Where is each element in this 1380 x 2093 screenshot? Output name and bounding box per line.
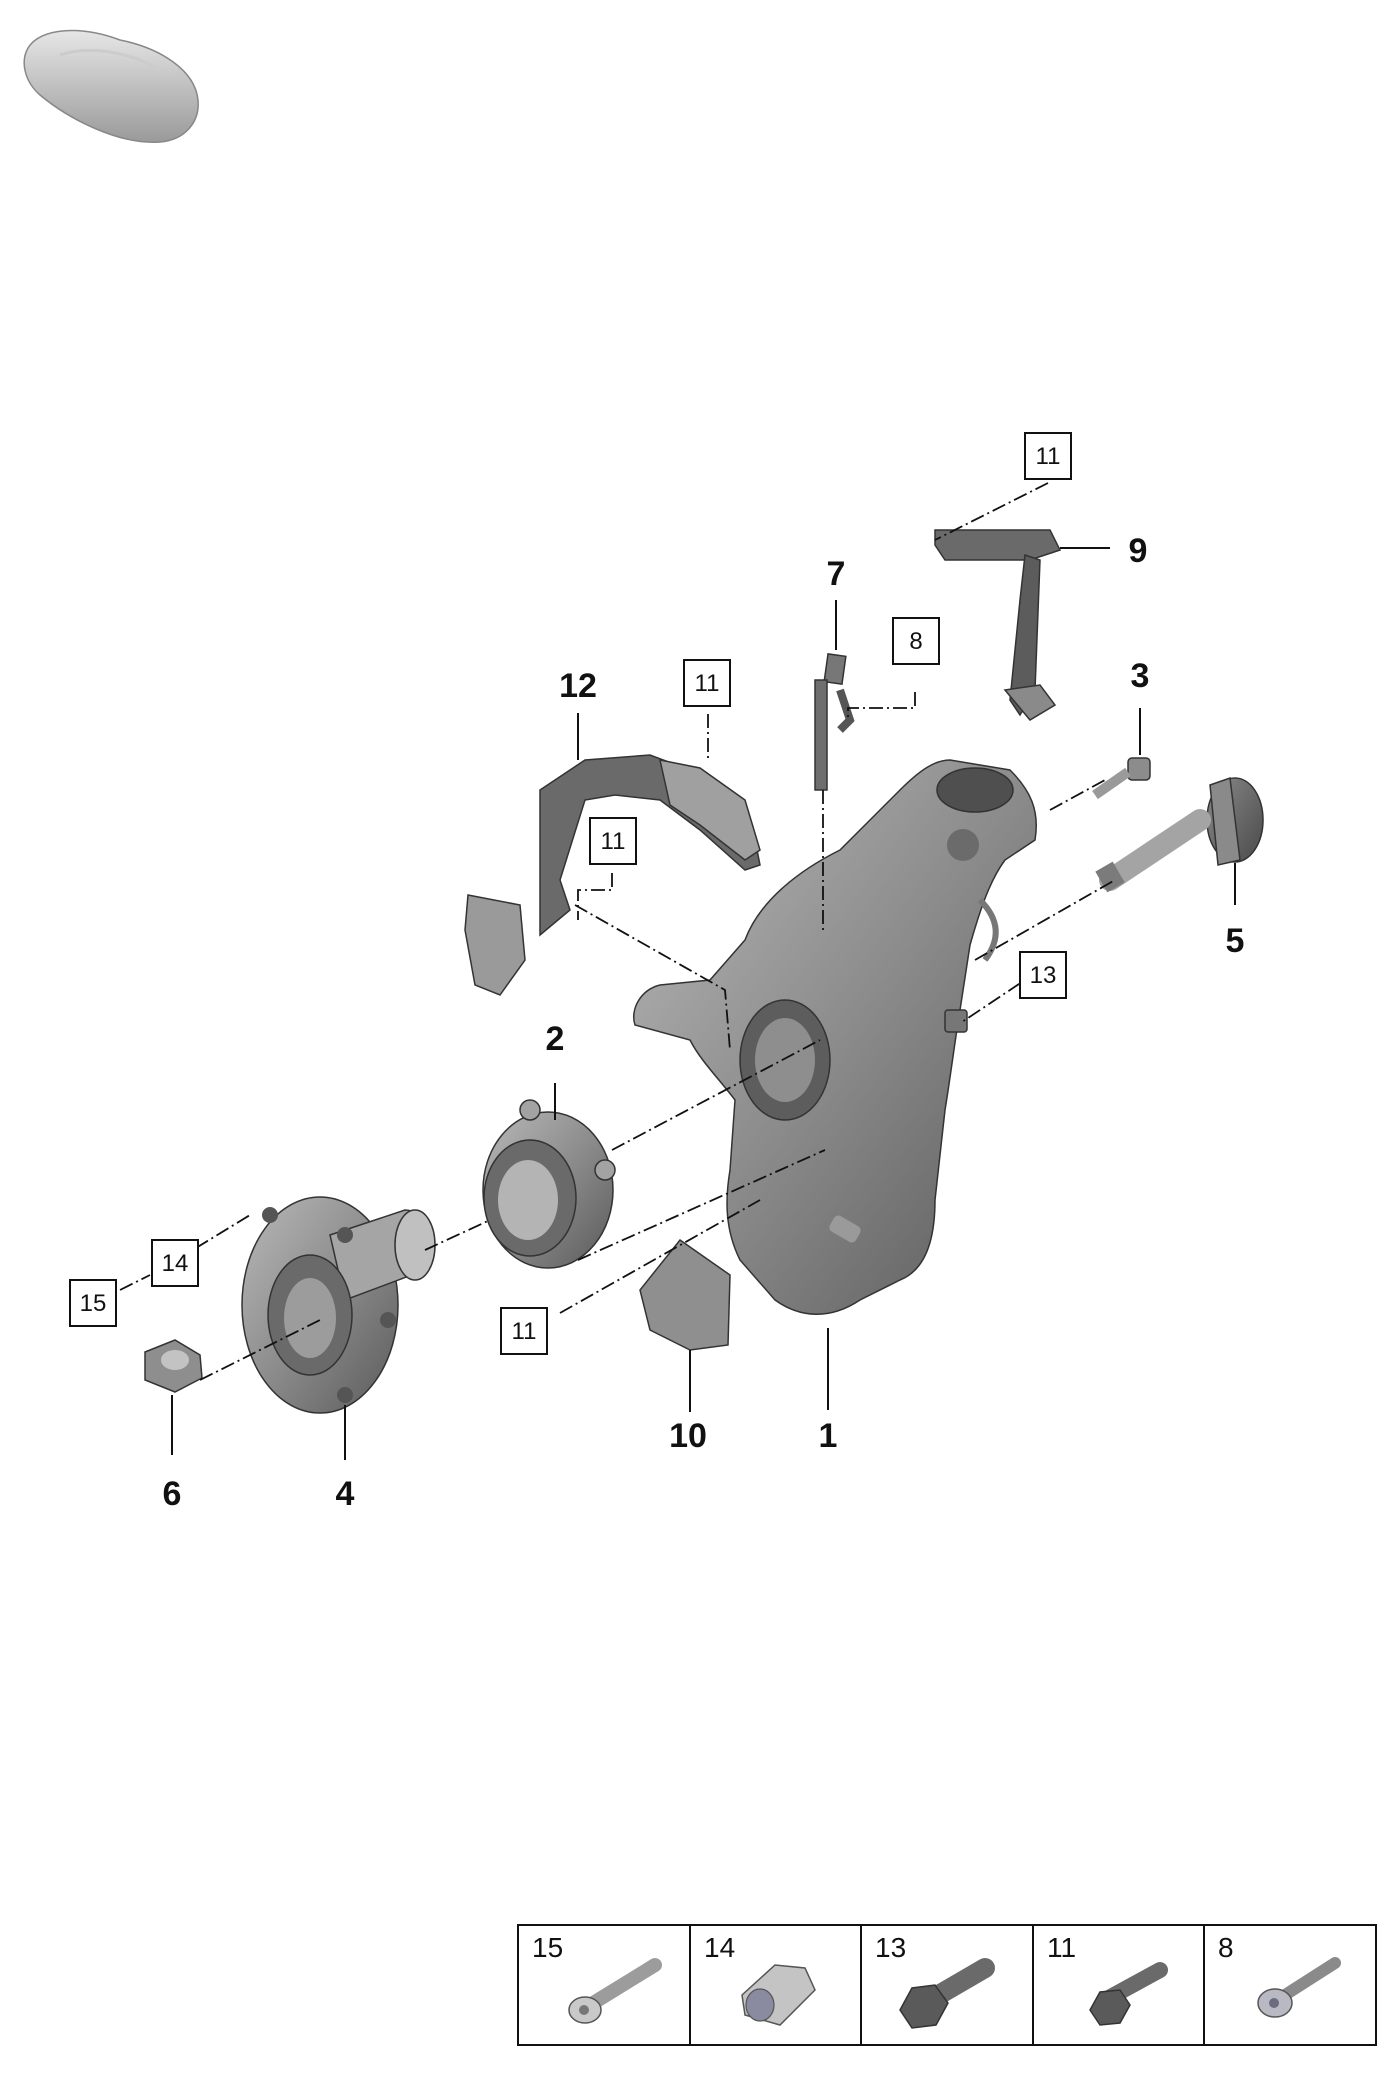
svg-text:15: 15 (80, 1290, 107, 1317)
fastener-legend-table: 15 14 13 11 (517, 1924, 1377, 2046)
legend-label-11: 11 (1047, 1932, 1076, 1963)
bolt-allen-small-icon (1257, 1957, 1341, 2018)
legend-label-8: 8 (1218, 1932, 1234, 1963)
svg-text:13: 13 (1030, 962, 1057, 989)
box-ref-14: 14 (151, 1239, 199, 1287)
bolt-13-part (944, 1009, 968, 1033)
speed-sensor-part (814, 653, 855, 791)
svg-text:11: 11 (1036, 443, 1061, 470)
bolt-hex-icon (1089, 1962, 1168, 2026)
svg-text:11: 11 (695, 670, 720, 697)
box-ref-8: 8 (892, 617, 940, 665)
legend-cell-14: 14 (704, 1932, 816, 2026)
splash-shield-part (639, 1238, 731, 1351)
box-ref-11-shield-top: 11 (683, 659, 731, 707)
svg-text:11: 11 (512, 1318, 537, 1345)
svg-text:11: 11 (601, 828, 626, 855)
legend-label-13: 13 (875, 1932, 906, 1963)
box-ref-13: 13 (1019, 951, 1067, 999)
callout-1: 1 (819, 1417, 838, 1455)
svg-text:14: 14 (162, 1250, 189, 1277)
svg-text:8: 8 (909, 628, 922, 655)
vehicle-thumbnail-icon (23, 29, 199, 143)
bracket-part (934, 529, 1062, 721)
callout-12: 12 (559, 667, 597, 705)
callout-6: 6 (163, 1475, 182, 1513)
callout-2: 2 (546, 1020, 565, 1058)
heat-shield-part (464, 754, 761, 996)
bolt-3-part (1092, 757, 1151, 800)
bolt-allen-icon (568, 1958, 662, 2024)
callout-7: 7 (827, 555, 846, 593)
callout-4: 4 (336, 1475, 355, 1513)
box-ref-11-shield-inner: 11 (589, 817, 637, 865)
legend-cell-11: 11 (1047, 1932, 1168, 2026)
legend-cell-15: 15 (532, 1932, 662, 2024)
callout-5: 5 (1226, 922, 1245, 960)
box-ref-15: 15 (69, 1279, 117, 1327)
boxed-refs: 11 8 11 11 13 14 15 11 (69, 432, 1072, 1355)
legend-label-15: 15 (532, 1932, 563, 1963)
legend-cell-8: 8 (1218, 1932, 1341, 2018)
wheel-hub-part (241, 1196, 436, 1414)
callout-3: 3 (1131, 657, 1150, 695)
drive-shaft-part (1095, 776, 1264, 893)
bolt-hex-large-icon (899, 1958, 995, 2029)
hub-nut-part (144, 1339, 203, 1393)
legend-label-14: 14 (704, 1932, 735, 1963)
nut-icon (741, 1964, 816, 2026)
callouts: 1 2 3 4 5 6 7 9 10 12 (163, 532, 1245, 1513)
box-ref-11-top: 11 (1024, 432, 1072, 480)
leader-lines (119, 482, 1236, 1460)
callout-9: 9 (1129, 532, 1148, 570)
steering-knuckle-part (633, 759, 1037, 1315)
legend-cell-13: 13 (875, 1932, 995, 2029)
wheel-bearing-part (482, 1099, 616, 1269)
callout-10: 10 (669, 1417, 707, 1455)
box-ref-11-bottom: 11 (500, 1307, 548, 1355)
